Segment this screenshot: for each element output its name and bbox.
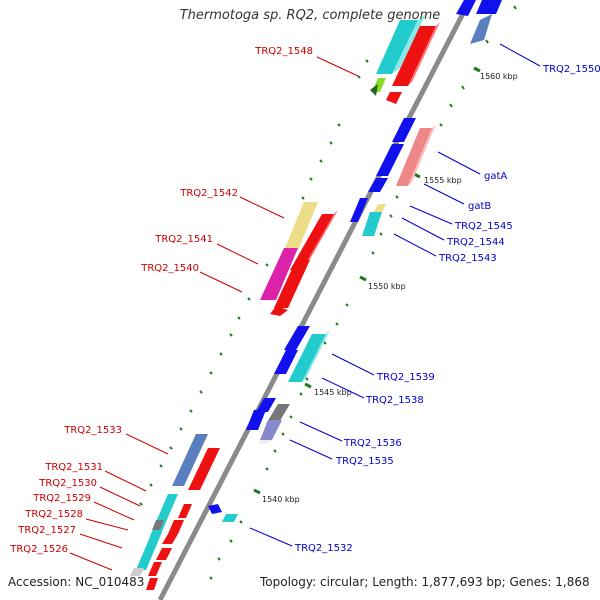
gene-block[interactable] <box>284 326 310 350</box>
gene-block[interactable] <box>178 504 192 518</box>
gene-block[interactable] <box>146 578 158 590</box>
gene-label-TRQ2_1536[interactable]: TRQ2_1536 <box>343 438 402 449</box>
gene-block[interactable] <box>222 514 238 522</box>
gene-block[interactable] <box>376 144 404 176</box>
gene-label-gatA[interactable]: gatA <box>484 171 507 182</box>
gene-label-TRQ2_1535[interactable]: TRQ2_1535 <box>335 456 394 467</box>
gene-block[interactable] <box>152 520 164 530</box>
gene-label-TRQ2_1543[interactable]: TRQ2_1543 <box>438 253 497 264</box>
gene-block[interactable] <box>284 202 318 250</box>
gene-block[interactable] <box>392 118 416 142</box>
gene-block[interactable] <box>168 520 184 534</box>
gene-block[interactable] <box>188 448 220 490</box>
gene-block[interactable] <box>456 0 476 16</box>
gene-block[interactable] <box>274 260 310 308</box>
gene-block[interactable] <box>396 124 436 186</box>
gene-block[interactable] <box>392 22 440 86</box>
left-leaders <box>69 56 359 571</box>
gene-block[interactable] <box>476 0 502 14</box>
gene-label-TRQ2_1526[interactable]: TRQ2_1526 <box>9 544 68 555</box>
gene-block[interactable] <box>270 306 288 316</box>
gene-block[interactable] <box>162 534 178 544</box>
gene-label-TRQ2_1529[interactable]: TRQ2_1529 <box>32 493 91 504</box>
scale-label-1545: 1545 kbp <box>314 388 352 397</box>
gene-block[interactable] <box>156 548 172 560</box>
gene-label-TRQ2_1542[interactable]: TRQ2_1542 <box>179 188 238 199</box>
minor-ticks <box>139 5 517 580</box>
gene-label-TRQ2_1548[interactable]: TRQ2_1548 <box>254 46 313 57</box>
gene-block[interactable] <box>350 198 368 222</box>
scale-label-1550: 1550 kbp <box>368 282 406 291</box>
gene-block[interactable] <box>130 568 144 576</box>
gene-block[interactable] <box>374 204 386 212</box>
gene-label-TRQ2_1539[interactable]: TRQ2_1539 <box>376 372 435 383</box>
gene-label-TRQ2_1538[interactable]: TRQ2_1538 <box>365 395 424 406</box>
gene-block[interactable] <box>136 532 162 570</box>
gene-block[interactable] <box>148 562 162 576</box>
gene-block[interactable] <box>386 92 402 104</box>
gene-block[interactable] <box>172 434 208 486</box>
gene-block[interactable] <box>256 398 276 412</box>
gene-label-TRQ2_1541[interactable]: TRQ2_1541 <box>154 234 213 245</box>
right-leaders <box>249 43 541 547</box>
gene-block[interactable] <box>288 330 330 382</box>
topology-text: Topology: circular; Length: 1,877,693 bp… <box>260 575 590 589</box>
gene-block[interactable] <box>376 14 426 74</box>
accession-text: Accession: NC_010483 <box>8 575 145 589</box>
gene-label-TRQ2_1545[interactable]: TRQ2_1545 <box>454 221 513 232</box>
genome-title: Thermotoga sp. RQ2, complete genome <box>179 8 441 23</box>
gene-block[interactable] <box>470 14 492 44</box>
gene-label-TRQ2_1533[interactable]: TRQ2_1533 <box>63 425 122 436</box>
gene-block[interactable] <box>274 350 298 374</box>
scale-label-1540: 1540 kbp <box>262 495 300 504</box>
gene-block[interactable] <box>260 248 298 300</box>
gene-label-TRQ2_1550[interactable]: TRQ2_1550 <box>542 64 600 75</box>
gene-label-TRQ2_1531[interactable]: TRQ2_1531 <box>44 462 103 473</box>
scale-label-1560: 1560 kbp <box>480 72 518 81</box>
gene-label-TRQ2_1527[interactable]: TRQ2_1527 <box>17 525 76 536</box>
gene-label-TRQ2_1540[interactable]: TRQ2_1540 <box>140 263 199 274</box>
gene-block[interactable] <box>368 178 388 192</box>
gene-label-gatB[interactable]: gatB <box>468 201 491 212</box>
gene-label-TRQ2_1544[interactable]: TRQ2_1544 <box>446 237 505 248</box>
gene-block[interactable] <box>258 420 282 444</box>
gene-label-TRQ2_1530[interactable]: TRQ2_1530 <box>38 478 97 489</box>
gene-label-TRQ2_1532[interactable]: TRQ2_1532 <box>294 543 353 554</box>
gene-block[interactable] <box>266 404 290 424</box>
gene-block[interactable] <box>246 410 266 430</box>
gene-label-TRQ2_1528[interactable]: TRQ2_1528 <box>24 509 83 520</box>
gene-block[interactable] <box>290 210 338 270</box>
gene-block[interactable] <box>362 212 382 236</box>
genome-backbone <box>157 0 473 600</box>
gene-block[interactable] <box>208 504 222 514</box>
scale-label-1555: 1555 kbp <box>424 176 462 185</box>
gene-block[interactable] <box>370 84 378 96</box>
